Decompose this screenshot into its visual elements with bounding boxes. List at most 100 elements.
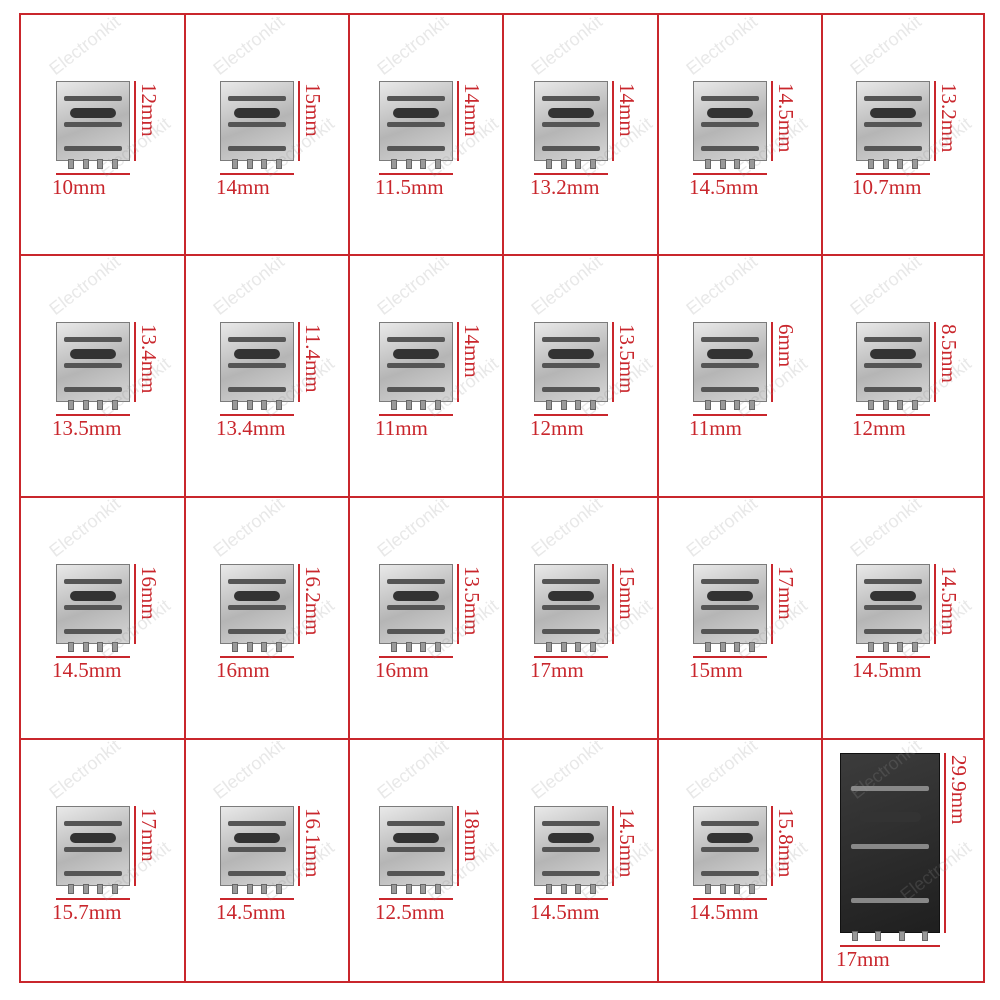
sim-card-connector-photo [379,806,453,886]
contact-strip [701,871,759,876]
solder-pin [276,884,282,894]
contact-strip [228,629,286,634]
height-dimension-label: 14mm [460,324,484,378]
watermark-text: Electronkit [682,741,761,803]
contact-strip [64,363,122,368]
height-dimension-line [944,753,946,933]
watermark-text: Electronkit [209,741,288,803]
card-slot [706,833,754,843]
watermark-text: Electronkit [527,499,606,561]
solder-pin [546,159,552,169]
card-slot [233,591,281,601]
solder-pin [246,642,253,652]
solder-pin [546,400,552,410]
height-dimension-label: 15.8mm [774,808,798,878]
solder-pin [575,400,582,410]
sim-card-connector-photo [220,81,294,161]
height-dimension-label: 6mm [774,324,798,368]
solder-pin [68,884,74,894]
watermark-text: Electronkit [373,741,452,803]
solder-pin [232,400,238,410]
contact-strip [387,337,445,342]
width-dimension-line [56,656,130,658]
height-dimension-label: 13.2mm [937,83,961,153]
card-slot [706,108,754,118]
solder-pin [97,884,104,894]
solder-pin [882,400,889,410]
contact-strip [228,122,286,127]
contact-strip [701,146,759,151]
height-dimension-line [934,81,936,161]
contact-strip [542,847,600,852]
solder-pin [276,159,282,169]
solder-pin [590,642,596,652]
card-slot [869,591,917,601]
width-dimension-line [856,173,930,175]
solder-pin [922,931,928,941]
width-dimension-line [693,898,767,900]
contact-strip [387,629,445,634]
contact-strip [864,146,922,151]
solder-pin [898,931,905,941]
contact-strip [228,821,286,826]
sim-card-connector-photo [693,564,767,644]
contact-strip [864,122,922,127]
sim-card-connector-photo [856,564,930,644]
solder-pin [82,884,89,894]
sim-card-connector-photo [534,564,608,644]
solder-pin [749,400,755,410]
contact-strip [387,387,445,392]
solder-pin [875,931,882,941]
solder-pin [897,400,904,410]
contact-strip [701,629,759,634]
solder-pin [405,884,412,894]
width-dimension-line [379,656,453,658]
contact-strip [864,605,922,610]
watermark-text: Electronkit [45,17,124,79]
width-dimension-line [379,898,453,900]
width-dimension-label: 15.7mm [52,900,122,924]
contact-strip [701,337,759,342]
sim-card-connector-photo [856,322,930,402]
contact-strip [542,605,600,610]
height-dimension-line [298,806,300,886]
solder-pin [405,642,412,652]
sim-card-connector-photo [534,81,608,161]
contact-strip [542,96,600,101]
solder-pin [82,400,89,410]
sim-card-connector-photo [220,564,294,644]
height-dimension-label: 15mm [615,566,639,620]
solder-pin [246,159,253,169]
watermark-text: Electronkit [209,499,288,561]
height-dimension-line [298,564,300,644]
width-dimension-label: 11mm [689,416,742,440]
solder-pin [705,159,711,169]
width-dimension-label: 14mm [216,175,270,199]
solder-pin [868,159,874,169]
solder-pin [719,642,726,652]
contact-strip [701,387,759,392]
width-dimension-label: 17mm [836,947,890,971]
contact-strip [228,871,286,876]
contact-strip [542,122,600,127]
height-dimension-label: 16.2mm [301,566,325,636]
solder-pin [97,642,104,652]
solder-pin [261,884,268,894]
solder-pin [868,400,874,410]
contact-strip [228,96,286,101]
height-dimension-line [457,564,459,644]
solder-pin [560,400,567,410]
width-dimension-label: 11mm [375,416,428,440]
height-dimension-line [134,81,136,161]
solder-pin [420,400,427,410]
sim-card-connector-photo [56,806,130,886]
solder-pin [749,884,755,894]
